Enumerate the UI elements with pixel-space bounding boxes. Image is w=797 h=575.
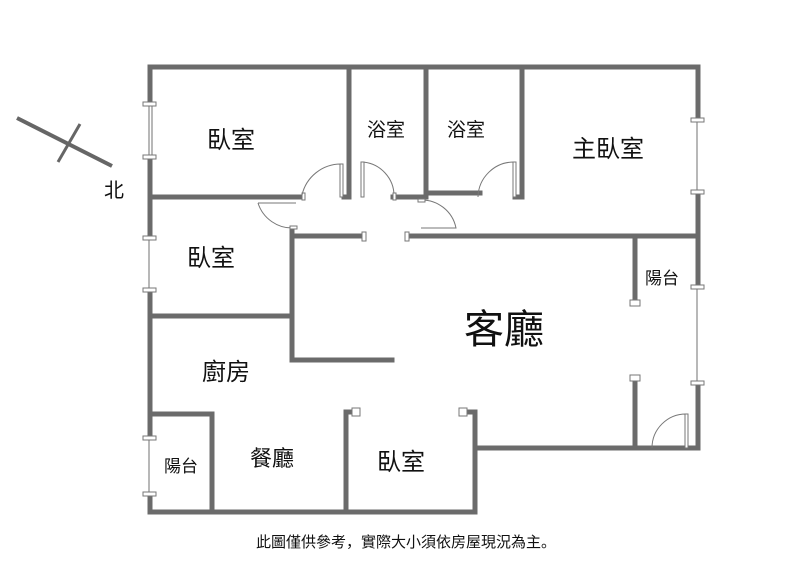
room-label-dining-room: 餐廳 xyxy=(250,447,294,472)
room-label-living-room: 客廳 xyxy=(464,307,544,353)
north-label: 北 xyxy=(104,178,124,202)
room-label-balcony-e: 陽台 xyxy=(645,269,679,289)
room-label-bath-2: 浴室 xyxy=(447,119,485,141)
north-arrow-icon xyxy=(16,116,113,168)
doors xyxy=(257,161,689,449)
room-label-bath-1: 浴室 xyxy=(367,119,405,141)
room-label-bedroom-nw: 臥室 xyxy=(207,126,255,154)
room-label-bedroom-s: 臥室 xyxy=(377,448,425,476)
windows xyxy=(142,101,705,497)
room-label-kitchen: 廚房 xyxy=(202,358,250,386)
disclaimer-text: 此圖僅供參考，實際大小須依房屋現況為主。 xyxy=(256,533,556,551)
room-label-master-bedroom: 主臥室 xyxy=(572,135,644,163)
room-label-bedroom-w: 臥室 xyxy=(187,244,235,272)
room-label-balcony-sw: 陽台 xyxy=(164,457,198,477)
walls xyxy=(147,64,701,515)
